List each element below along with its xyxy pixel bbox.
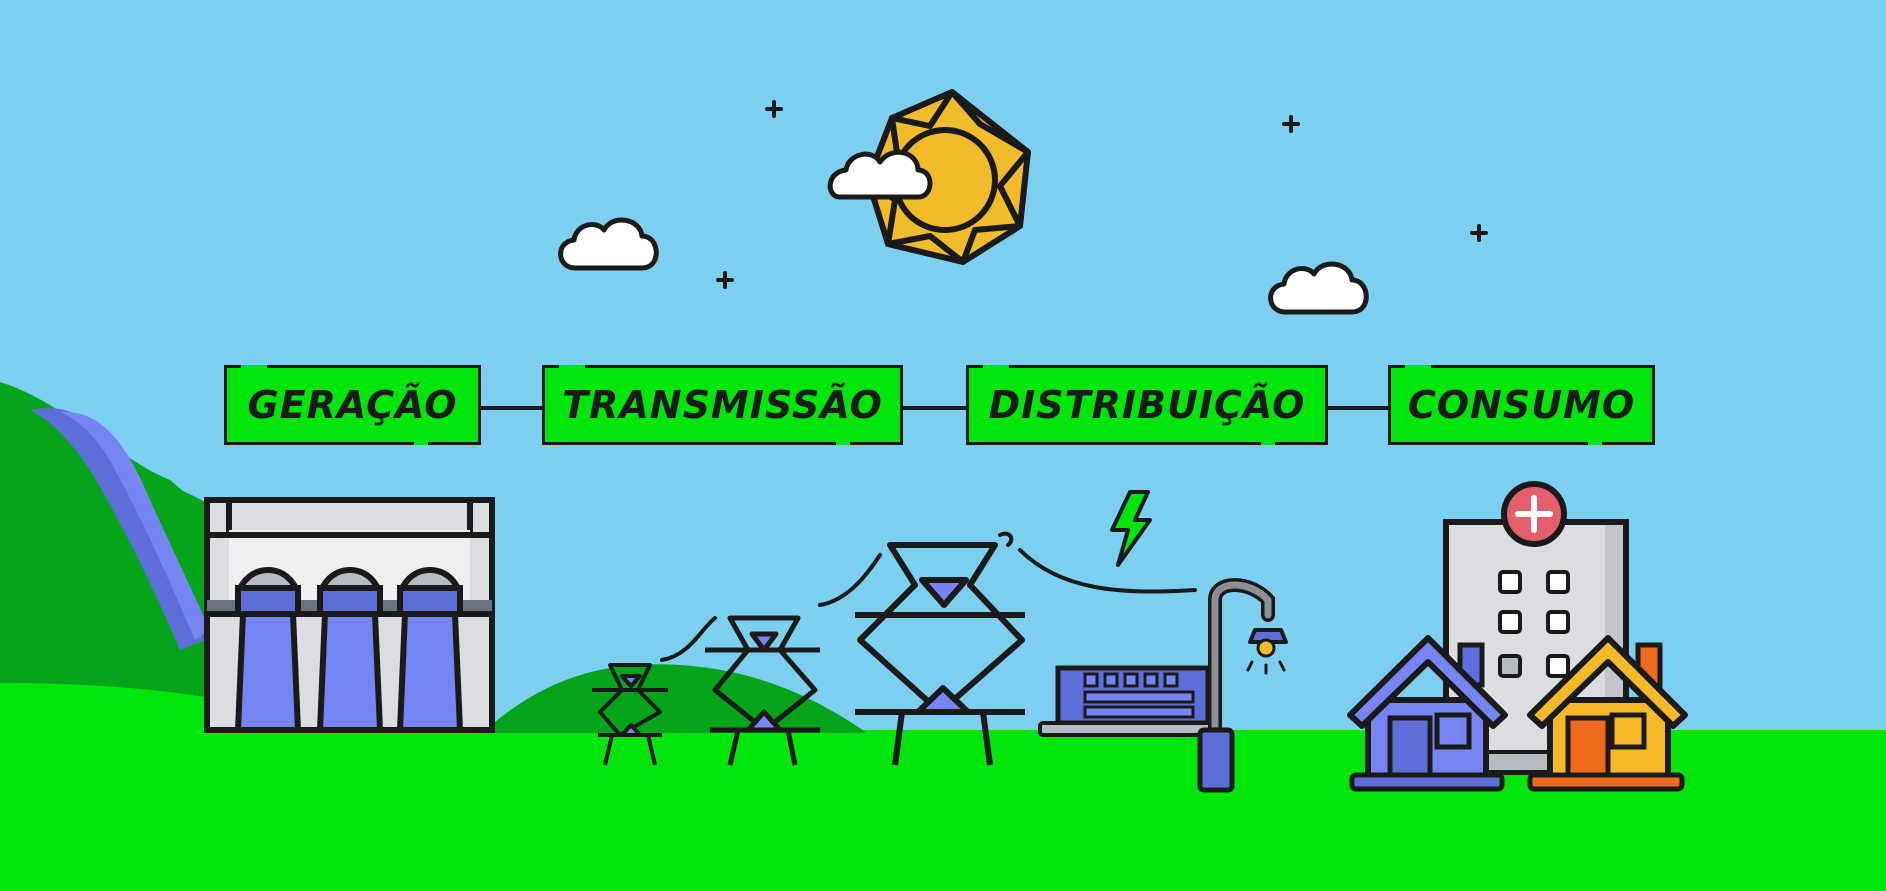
stage-distribuicao: DISTRIBUIÇÃO: [966, 365, 1328, 445]
stage-label: GERAÇÃO: [247, 383, 458, 427]
waterfall: [30, 408, 205, 650]
lightning-icon: [1110, 490, 1152, 567]
stage-label: TRANSMISSÃO: [562, 383, 883, 427]
substation-icon: [1038, 665, 1222, 737]
stage-label: CONSUMO: [1407, 383, 1636, 427]
stage-geracao: GERAÇÃO: [224, 365, 481, 445]
connector-line: [479, 406, 544, 410]
cloud-icon: [827, 149, 933, 200]
stage-label: DISTRIBUIÇÃO: [988, 383, 1306, 427]
street-lamp-icon: [1197, 578, 1288, 793]
stage-consumo: CONSUMO: [1388, 365, 1655, 445]
power-lines: [660, 531, 1197, 662]
house-icon: [1527, 635, 1688, 792]
hill-center: [480, 664, 870, 735]
connector-line: [1326, 406, 1390, 410]
dam-icon: [204, 497, 495, 733]
transmission-tower-icon: [705, 615, 820, 766]
connector-line: [901, 406, 968, 410]
house-icon: [1347, 635, 1508, 792]
cloud-icon: [1268, 261, 1369, 315]
stage-transmissao: TRANSMISSÃO: [542, 365, 903, 445]
cloud-icon: [558, 217, 659, 271]
sparkle-icon: [716, 100, 1488, 289]
waterfall-light: [60, 411, 210, 640]
transmission-tower-icon: [855, 542, 1025, 766]
transmission-tower-icon: [592, 663, 668, 766]
